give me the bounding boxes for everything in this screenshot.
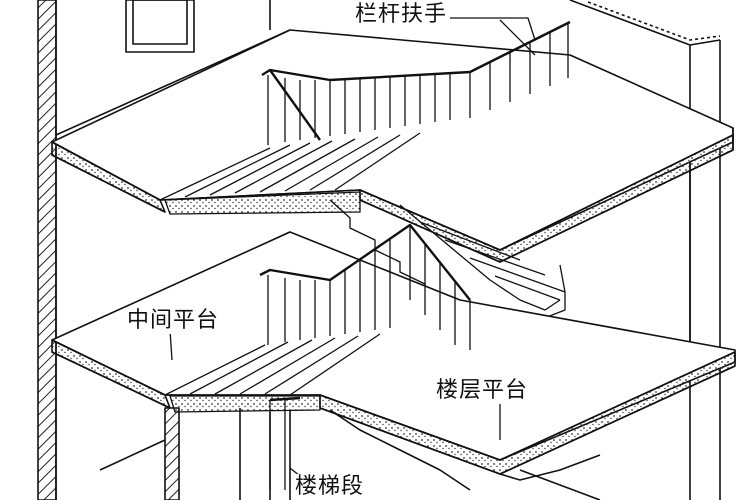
floor-landing-label: 楼层平台 xyxy=(433,378,532,404)
lower-railing xyxy=(269,396,301,490)
middle-floor-slab xyxy=(51,231,736,475)
upper-floor-slab xyxy=(51,29,734,263)
upper-railing xyxy=(261,19,571,145)
label-leaders xyxy=(169,17,536,477)
lower-structure xyxy=(99,407,601,500)
railing-label: 栏杆扶手 xyxy=(352,2,451,28)
upper-stair-flight xyxy=(159,132,421,215)
stair-flight-label: 楼梯段 xyxy=(292,474,368,500)
left-wall xyxy=(37,0,57,500)
intermediate-landing-label: 中间平台 xyxy=(124,308,223,334)
middle-railing xyxy=(259,223,471,350)
